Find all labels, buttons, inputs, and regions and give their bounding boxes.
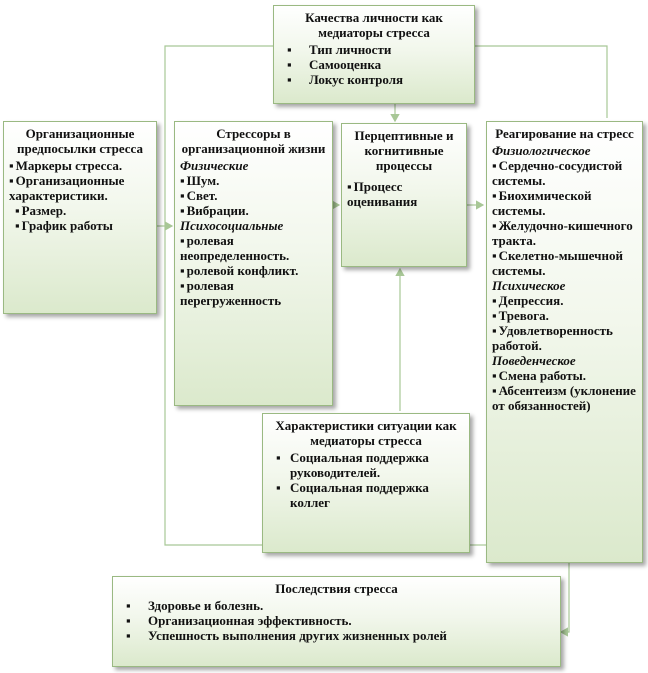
situation-item-managers: Социальная поддержка руководителей. [268, 450, 464, 480]
org-item-size: Размер. [9, 203, 151, 218]
perceptive-item-evaluation: Процесс оценивания [347, 179, 461, 209]
org-box: Организационные предпосылки стресса Марк… [3, 121, 157, 314]
org-item-schedule: График работы [9, 218, 151, 233]
stressors-title: Стрессоры в организационной жизни [181, 126, 326, 156]
connector-reaction-consequences [559, 563, 570, 637]
reaction-item-cardio: Сердечно-сосудистой системы. [492, 158, 637, 188]
stressors-psychosocial-label: Психосоциальные [180, 218, 284, 233]
stressors-box: Стрессоры в организационной жизни Физиче… [174, 121, 333, 406]
reaction-item-jobchange: Смена работы. [492, 368, 637, 383]
reaction-box: Реагирование на стресс Физиологическое С… [486, 121, 643, 563]
reaction-title: Реагирование на стресс [495, 126, 634, 141]
personality-box: Качества личности как медиаторы стресса … [273, 5, 475, 104]
situation-title: Характеристики ситуации как медиаторы ст… [275, 418, 457, 448]
stressors-item-role-overload: ролевая перегруженность [180, 278, 327, 308]
consequences-box: Последствия стресса Здоровье и болезнь. … [112, 576, 561, 667]
consequences-item-roles: Успешность выполнения других жизненных р… [118, 628, 555, 643]
perceptive-box: Перцептивные и когнитивные процессы Проц… [341, 123, 467, 267]
reaction-item-biochem: Биохимической системы. [492, 188, 637, 218]
reaction-item-gastro: Желудочно-кишечного тракта. [492, 218, 637, 248]
reaction-item-musculo: Скелетно-мышечной системы. [492, 248, 637, 278]
perceptive-title: Перцептивные и когнитивные процессы [354, 128, 454, 173]
personality-item-type: Тип личности [279, 42, 469, 57]
situation-box: Характеристики ситуации как медиаторы ст… [262, 413, 470, 553]
situation-item-colleagues: Социальная поддержка коллег [268, 480, 464, 510]
stressors-physical-label: Физические [180, 158, 249, 173]
reaction-item-satisfaction: Удовлетворенность работой. [492, 323, 637, 353]
connector-top-right [475, 45, 608, 118]
stressors-item-vibration: Вибрации. [180, 203, 327, 218]
personality-item-locus: Локус контроля [279, 72, 469, 87]
stressors-item-role-uncertainty: ролевая неопределенность. [180, 233, 327, 263]
org-item-characteristics: Организационные характеристики. [9, 173, 151, 203]
consequences-item-health: Здоровье и болезнь. [118, 598, 555, 613]
stressors-item-role-conflict: ролевой конфликт. [180, 263, 327, 278]
personality-title: Качества личности как медиаторы стресса [305, 10, 443, 40]
consequences-title: Последствия стресса [275, 581, 398, 596]
reaction-item-depression: Депрессия. [492, 293, 637, 308]
reaction-item-anxiety: Тревога. [492, 308, 637, 323]
stressors-item-light: Свет. [180, 188, 327, 203]
reaction-physio-label: Физиологическое [492, 143, 591, 158]
org-item-markers: Маркеры стресса. [9, 158, 151, 173]
reaction-psych-label: Психическое [492, 278, 566, 293]
consequences-item-efficiency: Организационная эффективность. [118, 613, 555, 628]
reaction-item-absenteeism: Абсентеизм (уклонение от обязанностей) [492, 383, 637, 413]
personality-item-selfesteem: Самооценка [279, 57, 469, 72]
reaction-behav-label: Поведенческое [492, 353, 576, 368]
stressors-item-noise: Шум. [180, 173, 327, 188]
org-title: Организационные предпосылки стресса [16, 126, 143, 156]
